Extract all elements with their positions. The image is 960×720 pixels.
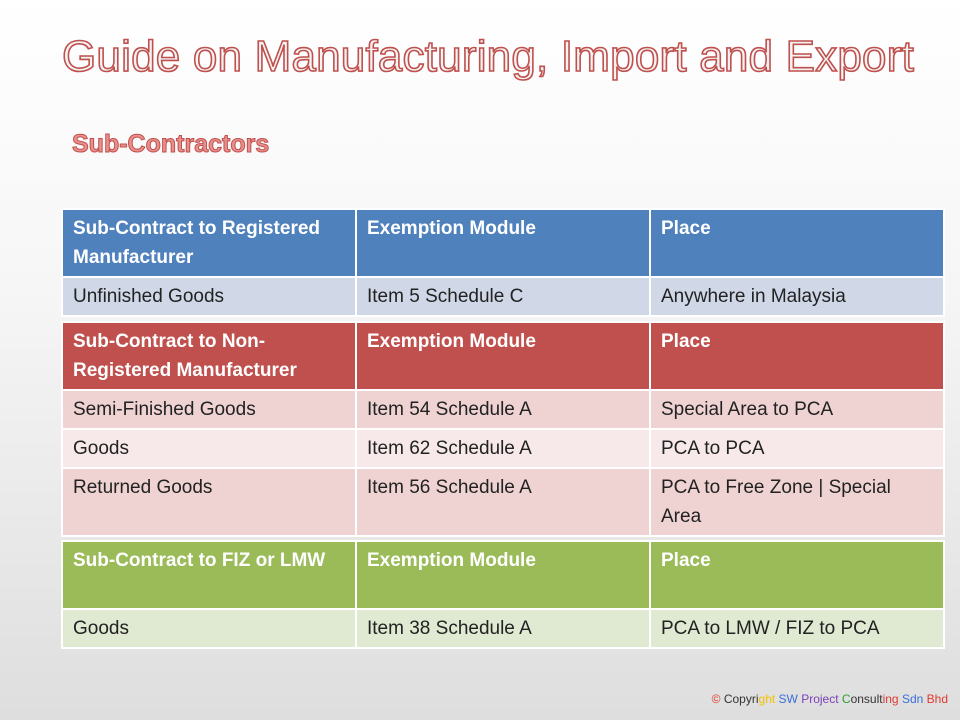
header-cell: Exemption Module [355,321,651,391]
header-cell: Exemption Module [355,540,651,610]
section-subtitle: Sub-Contractors [71,130,270,159]
copyright-notice: © Copyright SW Project Consulting Sdn Bh… [712,692,948,706]
table-cell: Goods [61,608,357,649]
table-cell: Goods [61,428,357,469]
copyright-text: Bhd [926,692,948,706]
table-row: Returned Goods Item 56 Schedule A PCA to… [61,467,945,537]
page-title: Guide on Manufacturing, Import and Expor… [61,31,914,82]
copyright-text: onsult [850,692,883,706]
copyright-text: Project [801,692,842,706]
header-cell: Sub-Contract to Registered Manufacturer [61,208,357,278]
fiz-lmw-table: Sub-Contract to FIZ or LMW Exemption Mod… [61,540,945,649]
table-cell: PCA to Free Zone | Special Area [649,467,945,537]
header-cell: Place [649,208,945,278]
table-cell: Semi-Finished Goods [61,389,357,430]
header-cell: Exemption Module [355,208,651,278]
table-header-row: Sub-Contract to Non-Registered Manufactu… [61,321,945,391]
header-cell: Place [649,540,945,610]
table-cell: Unfinished Goods [61,276,357,317]
table-cell: Item 5 Schedule C [355,276,651,317]
table-cell: Returned Goods [61,467,357,537]
registered-manufacturer-table: Sub-Contract to Registered Manufacturer … [61,208,945,317]
table-header-row: Sub-Contract to FIZ or LMW Exemption Mod… [61,540,945,610]
table-cell: Item 54 Schedule A [355,389,651,430]
non-registered-manufacturer-table: Sub-Contract to Non-Registered Manufactu… [61,321,945,537]
table-cell: PCA to LMW / FIZ to PCA [649,608,945,649]
copyright-text: ght [758,692,779,706]
table-row: Goods Item 62 Schedule A PCA to PCA [61,428,945,469]
copyright-text: ing [882,692,902,706]
table-cell: Anywhere in Malaysia [649,276,945,317]
table-row: Unfinished Goods Item 5 Schedule C Anywh… [61,276,945,317]
header-cell: Sub-Contract to Non-Registered Manufactu… [61,321,357,391]
copyright-text: C [841,692,851,706]
table-row: Semi-Finished Goods Item 54 Schedule A S… [61,389,945,430]
table-cell: Item 38 Schedule A [355,608,651,649]
copyright-text: SW [778,692,802,706]
copyright-text: Sdn [901,692,927,706]
table-cell: Special Area to PCA [649,389,945,430]
copyright-text: Copyri [720,692,759,706]
table-cell: Item 62 Schedule A [355,428,651,469]
table-cell: Item 56 Schedule A [355,467,651,537]
table-cell: PCA to PCA [649,428,945,469]
copyright-icon: © [711,692,721,706]
table-row: Goods Item 38 Schedule A PCA to LMW / FI… [61,608,945,649]
header-cell: Sub-Contract to FIZ or LMW [61,540,357,610]
header-cell: Place [649,321,945,391]
table-header-row: Sub-Contract to Registered Manufacturer … [61,208,945,278]
